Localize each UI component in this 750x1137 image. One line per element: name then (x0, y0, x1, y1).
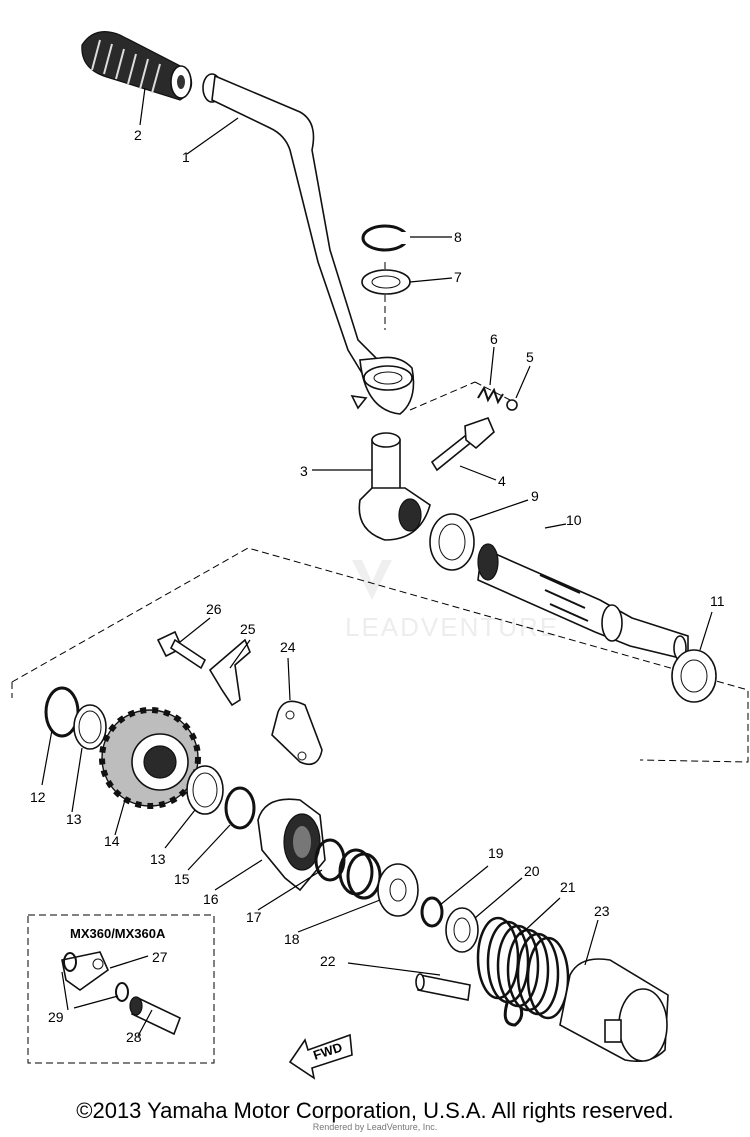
callout-8: 8 (454, 229, 462, 245)
callout-11: 11 (710, 593, 725, 609)
part-28-pawl-shaft (129, 996, 182, 1036)
leader-lines (41, 87, 713, 1037)
callout-16: 16 (203, 891, 219, 907)
callout-13a: 13 (66, 811, 82, 827)
callout-9: 9 (531, 488, 539, 504)
assembly-frame (11, 547, 749, 763)
part-27-pawl (61, 951, 109, 991)
rendered-by-text: Rendered by LeadVenture, Inc. (312, 1122, 438, 1132)
part-2-grip (81, 31, 193, 101)
part-washer-mid (377, 863, 419, 917)
part-22-pin (415, 973, 471, 1001)
callout-10: 10 (566, 512, 582, 528)
part-1-kick-lever (202, 73, 415, 415)
callout-23: 23 (594, 903, 610, 919)
callout-25: 25 (240, 621, 256, 637)
part-6-spring (477, 385, 504, 405)
callout-22: 22 (320, 953, 336, 969)
callout-28: 28 (126, 1029, 142, 1045)
callout-5: 5 (526, 349, 534, 365)
part-11-washer (671, 649, 717, 703)
copyright-text: ©2013 Yamaha Motor Corporation, U.S.A. A… (76, 1098, 674, 1123)
part-23-cover (559, 958, 669, 1063)
part-25-plate (208, 638, 251, 707)
fwd-arrow: FWD (288, 1033, 353, 1080)
callout-18: 18 (284, 931, 300, 947)
callout-4: 4 (498, 473, 506, 489)
part-15-circlip (224, 786, 256, 830)
part-14-kick-gear (99, 707, 201, 809)
part-8-circlip (361, 224, 409, 252)
part-21-torsion-spring (476, 916, 570, 1027)
callout-29: 29 (48, 1009, 64, 1025)
part-13-washer-right (186, 765, 224, 815)
part-7-washer (361, 269, 411, 295)
callout-3: 3 (300, 463, 308, 479)
part-10-kick-axle (477, 543, 689, 662)
part-13-washer-left (73, 704, 107, 750)
part-16-ratchet (257, 798, 326, 892)
part-3-boss (358, 432, 431, 541)
part-20-washer (445, 907, 479, 953)
callout-14: 14 (104, 833, 120, 849)
callout-1: 1 (182, 149, 190, 165)
callout-27: 27 (152, 949, 168, 965)
part-19-circlip (420, 896, 444, 928)
callout-20: 20 (524, 863, 540, 879)
part-9-oil-seal (429, 513, 475, 571)
callout-12: 12 (30, 789, 46, 805)
callout-19: 19 (488, 845, 504, 861)
callout-2: 2 (134, 127, 142, 143)
callout-26: 26 (206, 601, 222, 617)
callout-15: 15 (174, 871, 190, 887)
part-29-clips (63, 952, 129, 1002)
part-18-spring (338, 848, 382, 900)
callout-17: 17 (246, 909, 262, 925)
callout-13b: 13 (150, 851, 166, 867)
inset-title: MX360/MX360A (70, 926, 166, 941)
callout-24: 24 (280, 639, 296, 655)
watermark-logo: LEADVENTURE (345, 560, 559, 642)
inset-mx360: MX360/MX360A (27, 914, 215, 1064)
callout-21: 21 (560, 879, 576, 895)
part-4-bolt (430, 416, 495, 472)
callout-7: 7 (454, 269, 462, 285)
part-12-circlip (44, 686, 80, 738)
part-26-bolt (156, 630, 207, 670)
callout-6: 6 (490, 331, 498, 347)
callout-labels: 1 2 3 4 5 6 7 8 9 10 11 12 13 13 14 15 1… (30, 127, 725, 1045)
watermark-text: LEADVENTURE (345, 612, 559, 642)
part-5-ball (506, 399, 518, 411)
part-24-guide (271, 700, 323, 766)
